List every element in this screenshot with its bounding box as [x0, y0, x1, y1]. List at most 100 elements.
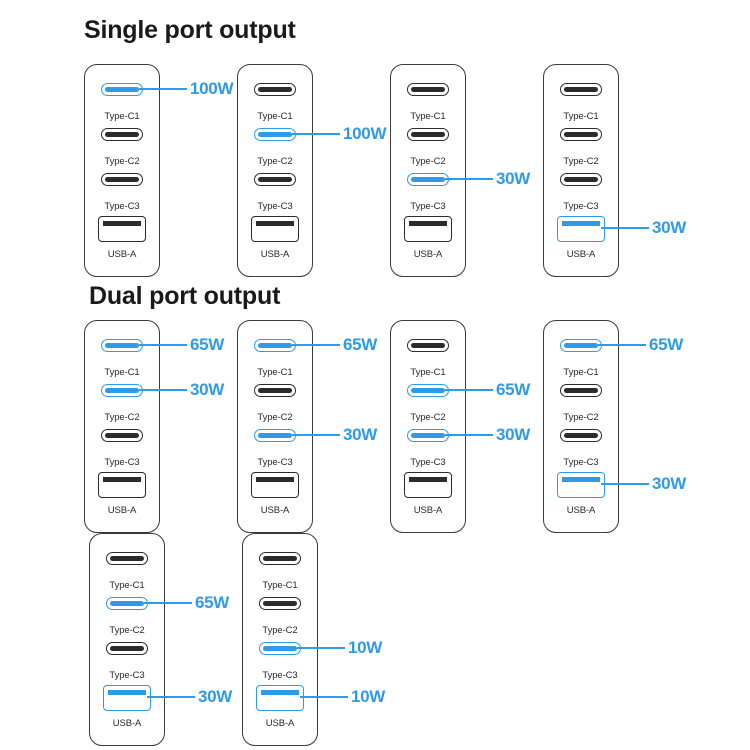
type-c-port-icon[interactable] [254, 384, 296, 397]
port-block-c1: Type-C1 [243, 548, 317, 593]
port-label-c2: Type-C2 [109, 625, 145, 636]
type-c-port-icon-active[interactable] [254, 429, 296, 442]
type-c-port-icon[interactable] [106, 642, 148, 655]
port-label-c1: Type-C1 [563, 367, 599, 378]
type-c-port-icon[interactable] [101, 128, 143, 141]
type-c-port-icon[interactable] [101, 429, 143, 442]
usb-a-port-icon[interactable] [404, 216, 452, 242]
port-block-c3: Type-C3 [90, 638, 164, 683]
type-c-port-icon[interactable] [254, 173, 296, 186]
type-c-port-icon-active[interactable] [101, 339, 143, 352]
port-block-usb: USB-A [391, 214, 465, 266]
usb-a-port-icon[interactable] [251, 472, 299, 498]
type-c-port-icon[interactable] [560, 384, 602, 397]
port-block-c2: Type-C2 [85, 380, 159, 425]
wattage-value: 65W [496, 379, 531, 399]
port-label-usb: USB-A [260, 505, 290, 516]
port-label-usb: USB-A [566, 249, 596, 260]
wattage-value: 10W [351, 687, 386, 706]
port-block-c3: Type-C3 [243, 638, 317, 683]
port-block-c2: Type-C2 [238, 380, 312, 425]
type-c-port-icon[interactable] [407, 83, 449, 96]
port-label-c2: Type-C2 [410, 156, 446, 167]
wattage-value: 30W [652, 474, 687, 493]
port-block-c2: Type-C2 [391, 124, 465, 169]
port-label-c1: Type-C1 [262, 580, 298, 591]
port-label-c3: Type-C3 [257, 457, 293, 468]
type-c-port-icon-active[interactable] [101, 83, 143, 96]
type-c-port-icon[interactable] [560, 173, 602, 186]
port-label-c1: Type-C1 [410, 367, 446, 378]
port-block-c1: Type-C1 [544, 335, 618, 380]
type-c-port-icon[interactable] [254, 83, 296, 96]
port-label-c3: Type-C3 [410, 457, 446, 468]
port-block-c1: Type-C1 [391, 335, 465, 380]
usb-a-port-icon[interactable] [404, 472, 452, 498]
usb-a-port-icon[interactable] [251, 216, 299, 242]
port-block-usb: USB-A [544, 470, 618, 522]
port-label-c1: Type-C1 [563, 111, 599, 122]
type-c-port-icon[interactable] [560, 83, 602, 96]
type-c-port-icon[interactable] [101, 173, 143, 186]
type-c-port-icon[interactable] [106, 552, 148, 565]
page-title-dual-port: Dual port output [89, 282, 281, 310]
wattage-value: 30W [652, 218, 687, 237]
usb-a-port-icon[interactable] [98, 472, 146, 498]
port-label-usb: USB-A [413, 505, 443, 516]
port-block-usb: USB-A [391, 470, 465, 522]
port-label-c2: Type-C2 [410, 412, 446, 423]
type-c-port-icon-active[interactable] [407, 384, 449, 397]
port-label-c3: Type-C3 [563, 201, 599, 212]
usb-a-port-icon[interactable] [98, 216, 146, 242]
type-c-port-icon[interactable] [407, 128, 449, 141]
port-block-c3: Type-C3 [238, 425, 312, 470]
port-label-c3: Type-C3 [257, 201, 293, 212]
port-label-c3: Type-C3 [104, 457, 140, 468]
usb-a-port-icon-active[interactable] [103, 685, 151, 711]
type-c-port-icon-active[interactable] [407, 429, 449, 442]
port-label-c1: Type-C1 [104, 367, 140, 378]
type-c-port-icon[interactable] [259, 597, 301, 610]
type-c-port-icon[interactable] [560, 128, 602, 141]
port-block-c3: Type-C3 [85, 169, 159, 214]
port-label-c3: Type-C3 [563, 457, 599, 468]
port-block-c3: Type-C3 [238, 169, 312, 214]
type-c-port-icon[interactable] [259, 552, 301, 565]
port-block-c2: Type-C2 [391, 380, 465, 425]
port-label-c2: Type-C2 [257, 412, 293, 423]
wattage-value: 100W [343, 123, 387, 143]
port-block-c1: Type-C1 [238, 335, 312, 380]
port-block-usb: USB-A [238, 214, 312, 266]
type-c-port-icon[interactable] [407, 339, 449, 352]
port-block-c2: Type-C2 [243, 593, 317, 638]
type-c-port-icon-active[interactable] [254, 339, 296, 352]
type-c-port-icon-active[interactable] [106, 597, 148, 610]
type-c-port-icon-active[interactable] [407, 173, 449, 186]
port-label-c1: Type-C1 [257, 367, 293, 378]
usb-a-port-icon-active[interactable] [256, 685, 304, 711]
port-block-c2: Type-C2 [238, 124, 312, 169]
port-label-usb: USB-A [260, 249, 290, 260]
port-block-c3: Type-C3 [391, 425, 465, 470]
port-label-usb: USB-A [413, 249, 443, 260]
port-label-usb: USB-A [107, 249, 137, 260]
type-c-port-icon-active[interactable] [254, 128, 296, 141]
usb-a-port-icon-active[interactable] [557, 472, 605, 498]
usb-a-port-icon-active[interactable] [557, 216, 605, 242]
type-c-port-icon-active[interactable] [259, 642, 301, 655]
type-c-port-icon-active[interactable] [101, 384, 143, 397]
port-block-c2: Type-C2 [544, 124, 618, 169]
type-c-port-icon[interactable] [560, 429, 602, 442]
wattage-value: 65W [343, 334, 378, 354]
port-block-c1: Type-C1 [85, 335, 159, 380]
type-c-port-icon-active[interactable] [560, 339, 602, 352]
port-block-c1: Type-C1 [90, 548, 164, 593]
port-label-c2: Type-C2 [104, 156, 140, 167]
